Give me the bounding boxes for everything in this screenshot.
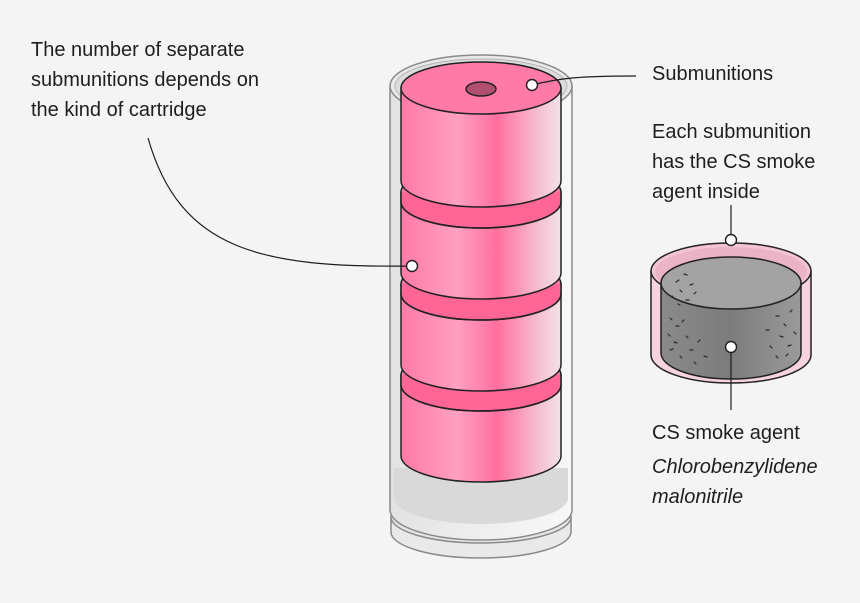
callout-lines <box>147 75 732 410</box>
dot-submunitions <box>525 78 539 92</box>
leader-submunitions <box>531 75 637 86</box>
callout-dots <box>405 78 738 354</box>
leader-cartridge-note <box>147 137 413 267</box>
fuse-hole <box>465 81 497 97</box>
submunition-cross-section <box>650 242 812 384</box>
dot-each-submunition <box>724 233 738 247</box>
dot-cartridge-note <box>405 259 419 273</box>
chemical-name: Chlorobenzylidene malonitrile <box>652 456 818 508</box>
cs-agent-label: CS smoke agent <box>652 422 800 444</box>
agent-particles <box>667 273 797 365</box>
each-submunition-note: Each submunition has the CS smoke agent … <box>652 121 816 203</box>
cartridge-note: The number of separate submunitions depe… <box>31 39 259 121</box>
dot-cs-agent <box>724 340 738 354</box>
submunitions-label: Submunitions <box>652 63 774 85</box>
submunition-1 <box>400 61 562 208</box>
